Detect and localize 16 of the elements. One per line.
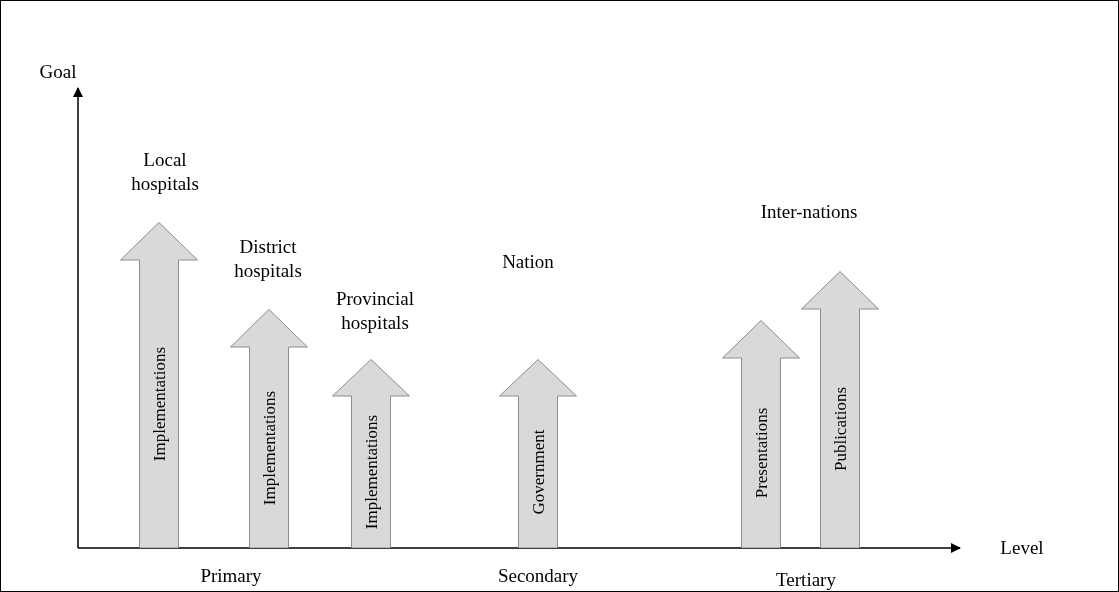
arrow-text: Implementations [362,414,380,530]
arrow-text: Implementations [150,346,168,462]
arrow-text: Publications [831,386,849,471]
axis-label: Level [999,536,1045,560]
axis-label: Provincial hospitals [334,287,416,335]
arrow-text: Implementations [260,390,278,505]
axis-label: Goal [38,60,78,84]
axis-label: Inter-nations [759,200,859,224]
axis-label: Nation [501,250,555,274]
axis-label: Secondary [496,564,580,588]
axis-label: Primary [199,564,263,588]
axis-label: District hospitals [233,235,303,283]
arrow-text: Presentations [752,407,770,499]
axis-label: Local hospitals [130,148,200,196]
arrow-text: Government [529,429,547,515]
axis-label: Tertiary [775,568,837,592]
